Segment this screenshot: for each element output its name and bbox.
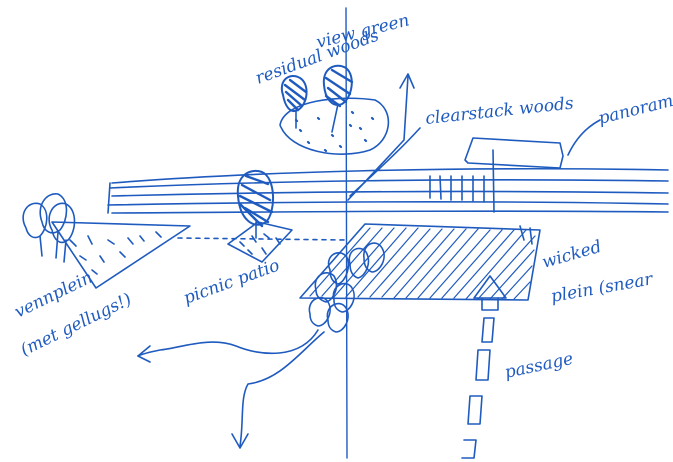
passage-dash-1 <box>482 318 494 342</box>
picnic-patio-diamond <box>228 222 292 262</box>
cluster-tree-6 <box>309 298 330 326</box>
label-plain-sneak: plein (snear <box>549 269 655 307</box>
label-clearstack-woods: clearstack woods <box>424 93 574 128</box>
cluster-tree-7 <box>327 304 348 332</box>
marker-post <box>493 150 494 212</box>
path-line-left <box>138 330 318 356</box>
left-tree-2 <box>40 194 66 233</box>
cluster-tree-2 <box>349 248 368 278</box>
passage-dash-4 <box>462 440 476 458</box>
path-line-down <box>240 332 324 446</box>
left-tree-1 <box>23 203 47 237</box>
passage-dash-3 <box>468 396 482 424</box>
passage-dash-2 <box>476 350 490 380</box>
label-wicked: wicked <box>540 237 604 273</box>
vennplein-hatching <box>70 232 161 274</box>
road-band-cap-left <box>108 183 110 213</box>
plain-hatching <box>310 228 535 299</box>
tree-trunk-right <box>332 104 338 132</box>
road-band-line-3 <box>112 192 668 196</box>
label-picnic-patio: picnic patio <box>181 255 282 308</box>
panorama-flag <box>465 138 563 168</box>
central-axis-line <box>346 8 347 458</box>
cluster-tree-1 <box>329 253 349 284</box>
road-band-line-4 <box>108 202 668 205</box>
tree-canopy-left-fill <box>285 80 306 110</box>
vennplein-dashed-line <box>178 238 346 240</box>
panorama-pointer <box>568 120 600 155</box>
picnic-patio-hatch <box>240 234 280 254</box>
clearstack-pointer <box>350 128 420 196</box>
road-band-line-2 <box>110 180 668 188</box>
road-band-line-5 <box>112 211 668 213</box>
label-panorama: panorama <box>596 88 673 128</box>
label-passage: passage <box>503 349 575 383</box>
